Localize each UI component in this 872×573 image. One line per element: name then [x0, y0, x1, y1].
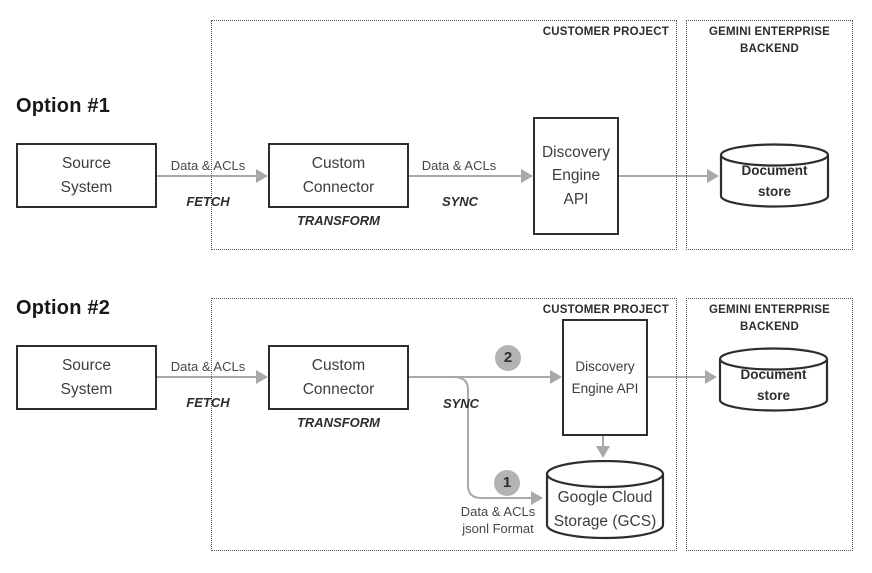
option1-fetch-verb: FETCH — [186, 194, 230, 209]
source-system-node-option2: Source System — [16, 345, 157, 410]
gemini-backend-zone-option1: GEMINI ENTERPRISE BACKEND — [686, 20, 853, 250]
option2-title: Option #2 — [16, 297, 111, 319]
discovery-engine-api-node-option2: Discovery Engine API — [562, 319, 648, 436]
option2-transform-verb: TRANSFORM — [296, 415, 381, 430]
option1-sync-edge-label: Data & ACLs — [421, 158, 497, 173]
customer-project-label: CUSTOMER PROJECT — [542, 26, 669, 38]
document-store-node-option1: Document store — [719, 143, 830, 208]
gemini-backend-label: GEMINI ENTERPRISE BACKEND — [709, 304, 830, 333]
gemini-backend-zone-option2: GEMINI ENTERPRISE BACKEND — [686, 298, 853, 551]
discovery-engine-api-node-option1: Discovery Engine API — [533, 117, 619, 235]
option2-fetch-verb: FETCH — [186, 395, 230, 410]
source-system-node-option1: Source System — [16, 143, 157, 208]
database-cylinder-icon — [718, 347, 829, 412]
option2-sync-verb: SYNC — [442, 396, 480, 411]
step-1-badge: 1 — [494, 470, 520, 496]
option2-gcs-edge-label: Data & ACLs jsonl Format — [460, 504, 536, 536]
option1-transform-verb: TRANSFORM — [296, 213, 381, 228]
document-store-node-option2: Document store — [718, 347, 829, 412]
step-2-badge: 2 — [495, 345, 521, 371]
custom-connector-node-option1: Custom Connector — [268, 143, 409, 208]
gemini-backend-label: GEMINI ENTERPRISE BACKEND — [709, 26, 830, 55]
option1-title: Option #1 — [16, 95, 111, 117]
database-cylinder-icon — [545, 460, 665, 540]
database-cylinder-icon — [719, 143, 830, 208]
google-cloud-storage-node: Google Cloud Storage (GCS) — [545, 460, 665, 540]
customer-project-zone-option2: CUSTOMER PROJECT — [211, 298, 677, 551]
option1-fetch-edge-label: Data & ACLs — [170, 158, 246, 173]
customer-project-zone-option1: CUSTOMER PROJECT — [211, 20, 677, 250]
customer-project-label: CUSTOMER PROJECT — [542, 304, 669, 316]
option2-fetch-edge-label: Data & ACLs — [170, 359, 246, 374]
option1-sync-verb: SYNC — [441, 194, 479, 209]
custom-connector-node-option2: Custom Connector — [268, 345, 409, 410]
